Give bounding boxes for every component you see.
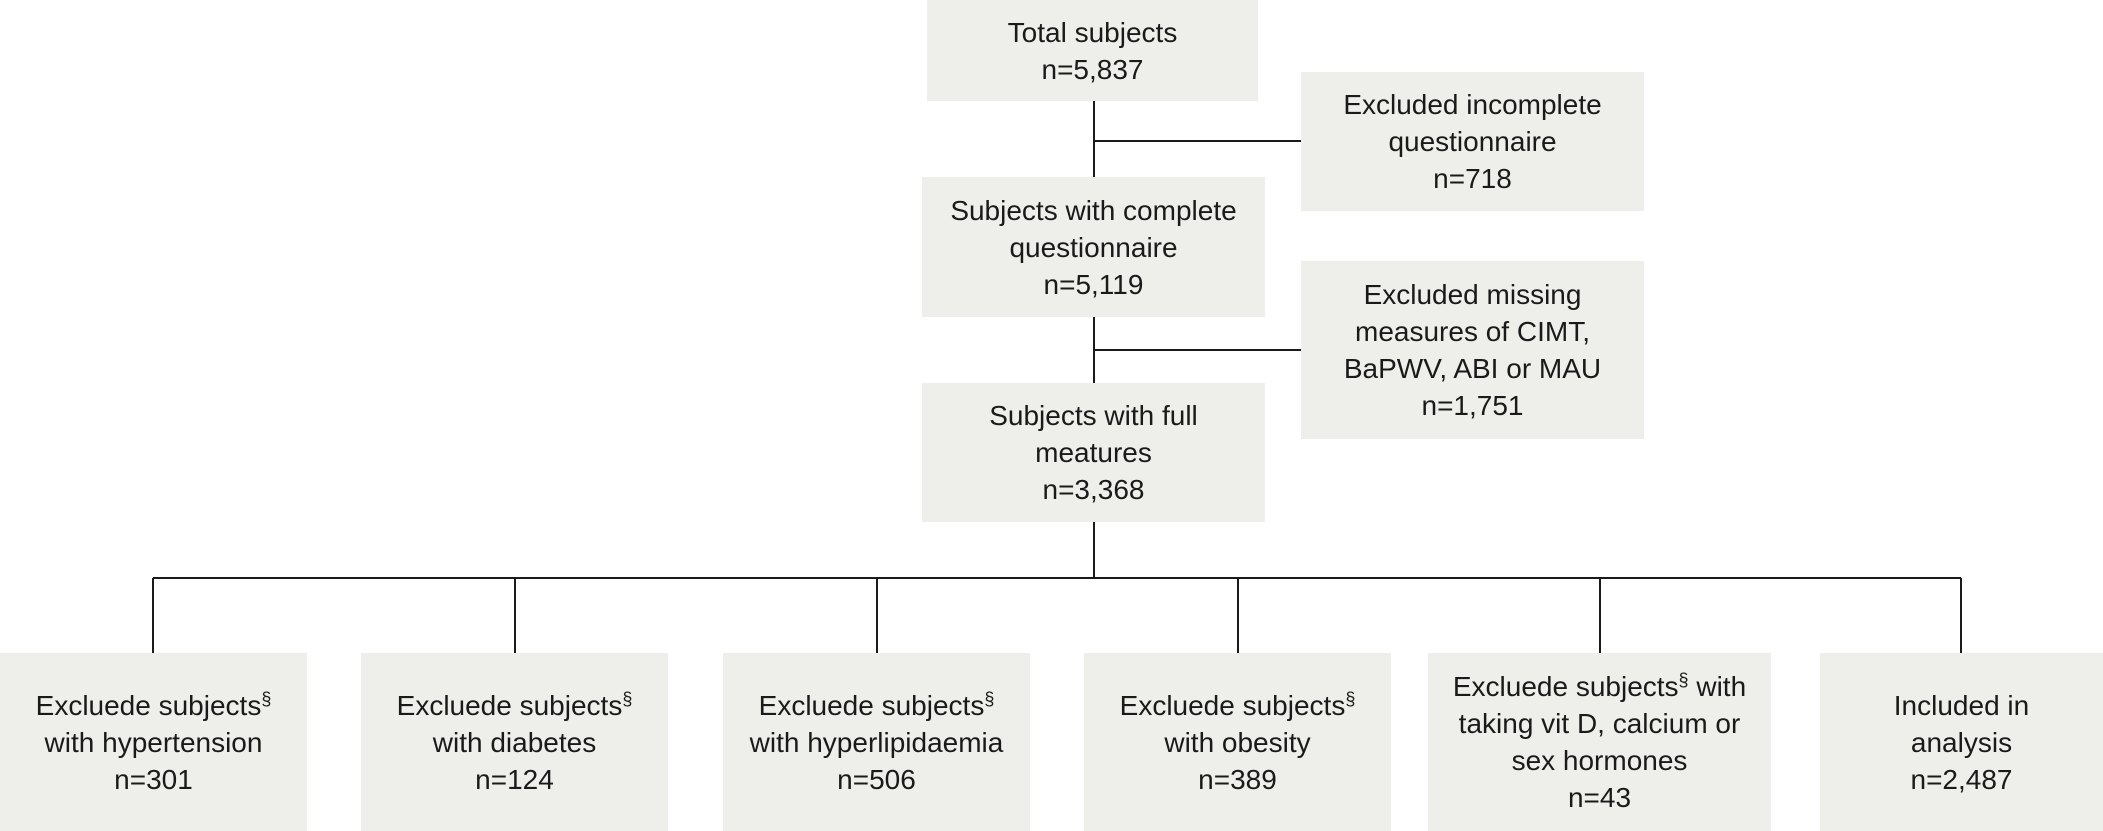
- node-excluded-hypertension: Excluede subjects§ with hypertension n=3…: [0, 653, 307, 831]
- node-total-subjects: Total subjects n=5,837: [927, 0, 1258, 101]
- node-label: sex hormones: [1511, 745, 1688, 776]
- node-label: Excluede subjects§ with: [1452, 670, 1747, 702]
- node-excluded-hyperlipidaemia: Excluede subjects§ with hyperlipidaemia …: [723, 653, 1030, 831]
- section-mark: §: [622, 688, 633, 709]
- node-count: n=43: [1567, 782, 1632, 813]
- node-label: with obesity: [1164, 726, 1311, 758]
- node-label: analysis: [1910, 726, 2013, 758]
- node-excluded-diabetes: Excluede subjects§ with diabetes n=124: [361, 653, 668, 831]
- node-count: n=301: [114, 763, 193, 795]
- node-count: n=506: [837, 763, 916, 795]
- node-label: taking vit D, calcium or: [1458, 708, 1741, 739]
- node-label: Excluede subjects§: [396, 688, 633, 721]
- node-label: with hypertension: [44, 726, 263, 758]
- node-count: n=5,837: [1041, 53, 1144, 85]
- node-label: Excluede subjects§: [1119, 688, 1356, 721]
- node-excluded-missing: Excluded missing measures of CIMT, BaPWV…: [1301, 261, 1644, 439]
- node-label: Included in: [1893, 689, 2030, 721]
- node-count: n=3,368: [1042, 474, 1145, 505]
- node-label: Excluded missing: [1363, 279, 1582, 310]
- node-count: n=124: [475, 763, 554, 795]
- node-count: n=5,119: [1043, 268, 1144, 300]
- node-excluded-medication: Excluede subjects§ with taking vit D, ca…: [1428, 653, 1771, 831]
- node-label: with hyperlipidaemia: [749, 726, 1004, 758]
- node-included-analysis: Included in analysis n=2,487: [1820, 653, 2103, 831]
- node-label: questionnaire: [1388, 126, 1557, 157]
- node-label: questionnaire: [1009, 231, 1178, 263]
- node-label: measures of CIMT,: [1355, 316, 1590, 347]
- node-label: BaPWV, ABI or MAU: [1343, 353, 1602, 384]
- section-mark: §: [984, 688, 995, 709]
- section-mark: §: [1345, 688, 1356, 709]
- node-label: Total subjects: [1007, 16, 1178, 48]
- node-label: with diabetes: [432, 726, 597, 758]
- section-mark: §: [261, 688, 272, 709]
- node-complete-questionnaire: Subjects with complete questionnaire n=5…: [922, 177, 1265, 317]
- node-label: Excluded incomplete: [1343, 89, 1602, 120]
- node-count: n=2,487: [1910, 763, 2013, 795]
- node-label: meatures: [1035, 437, 1152, 468]
- node-label: Excluede subjects§: [758, 688, 995, 721]
- node-full-measures: Subjects with full meatures n=3,368: [922, 383, 1265, 522]
- node-label: Subjects with complete: [950, 194, 1237, 226]
- node-excluded-incomplete: Excluded incomplete questionnaire n=718: [1301, 72, 1644, 211]
- node-count: n=718: [1433, 163, 1512, 194]
- node-count: n=389: [1198, 763, 1277, 795]
- node-label: Excluede subjects§: [35, 688, 272, 721]
- node-count: n=1,751: [1421, 390, 1524, 421]
- section-mark: §: [1678, 670, 1689, 690]
- node-excluded-obesity: Excluede subjects§ with obesity n=389: [1084, 653, 1391, 831]
- node-label: Subjects with full: [989, 400, 1198, 431]
